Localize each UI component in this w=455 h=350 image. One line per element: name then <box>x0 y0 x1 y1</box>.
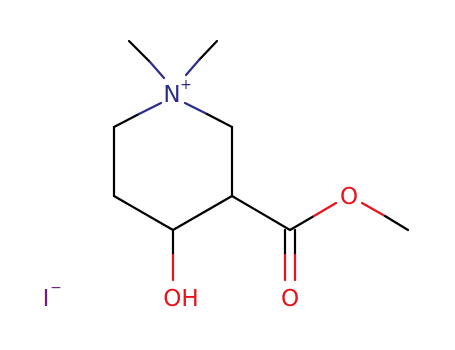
atom-nitrogen: N <box>163 82 180 108</box>
bond-carbonyl-c-o <box>288 201 338 232</box>
bond-c3-carbonyl-c <box>230 194 292 232</box>
bond-c4-c5 <box>112 194 175 232</box>
atom-hydroxyl-oxygen: OH <box>163 286 198 312</box>
charge-plus: + <box>180 77 192 93</box>
bond-o-methyl <box>360 201 410 232</box>
bond-c3-c4 <box>171 194 234 232</box>
bond-n-c2 <box>183 101 234 129</box>
bond-n-methyl-right <box>184 39 219 77</box>
atom-ester-oxygen: O <box>340 184 358 210</box>
charge-minus: − <box>50 280 62 296</box>
atom-iodide: I <box>43 286 50 312</box>
bond-carbonyl-double <box>283 228 297 282</box>
bond-c6-n <box>112 101 163 129</box>
atom-carbonyl-oxygen: O <box>281 286 299 312</box>
bond-n-methyl-left <box>127 39 166 80</box>
